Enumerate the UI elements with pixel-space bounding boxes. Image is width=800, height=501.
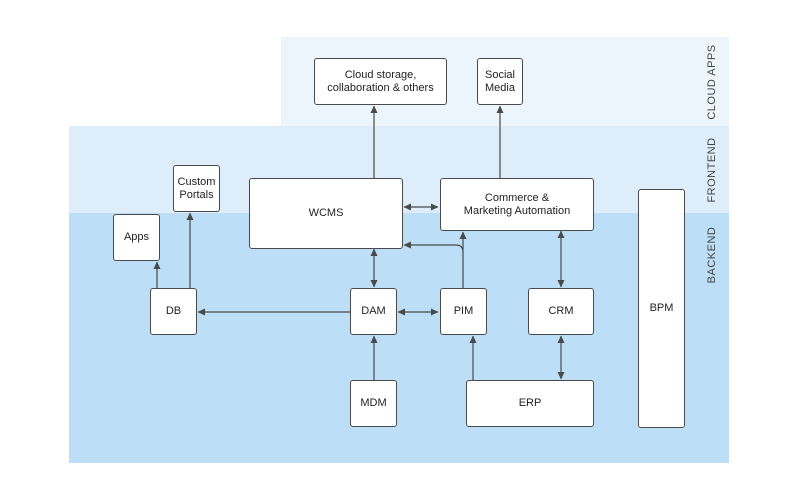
erp-node: ERP bbox=[466, 380, 594, 427]
social-media-node: Social Media bbox=[477, 58, 523, 105]
pim-label: PIM bbox=[453, 305, 474, 317]
pim-node: PIM bbox=[440, 288, 487, 335]
bpm-node: BPM bbox=[638, 189, 685, 428]
custom-portals-node: Custom Portals bbox=[173, 165, 220, 212]
erp-label: ERP bbox=[518, 397, 542, 409]
wcms-node: WCMS bbox=[249, 178, 403, 249]
cloud-storage-label: Cloud storage, collaboration & others bbox=[327, 68, 434, 94]
dam-label: DAM bbox=[361, 305, 386, 317]
mdm-node: MDM bbox=[350, 380, 397, 427]
custom-portals-label: Custom Portals bbox=[177, 175, 216, 201]
apps-node: Apps bbox=[113, 214, 160, 261]
commerce-marketing-node: Commerce & Marketing Automation bbox=[440, 178, 594, 231]
crm-node: CRM bbox=[528, 288, 594, 335]
bpm-label: BPM bbox=[649, 302, 674, 314]
db-label: DB bbox=[165, 305, 182, 317]
db-node: DB bbox=[150, 288, 197, 335]
edge-pim-wcms bbox=[403, 241, 464, 288]
mdm-label: MDM bbox=[360, 397, 387, 409]
cloud-storage-node: Cloud storage, collaboration & others bbox=[314, 58, 447, 105]
wcms-label: WCMS bbox=[308, 207, 344, 219]
social-media-label: Social Media bbox=[485, 68, 515, 94]
crm-label: CRM bbox=[548, 305, 574, 317]
backend-layer bbox=[69, 213, 729, 463]
commerce-marketing-label: Commerce & Marketing Automation bbox=[463, 191, 571, 217]
apps-label: Apps bbox=[123, 231, 150, 243]
dam-node: DAM bbox=[350, 288, 397, 335]
